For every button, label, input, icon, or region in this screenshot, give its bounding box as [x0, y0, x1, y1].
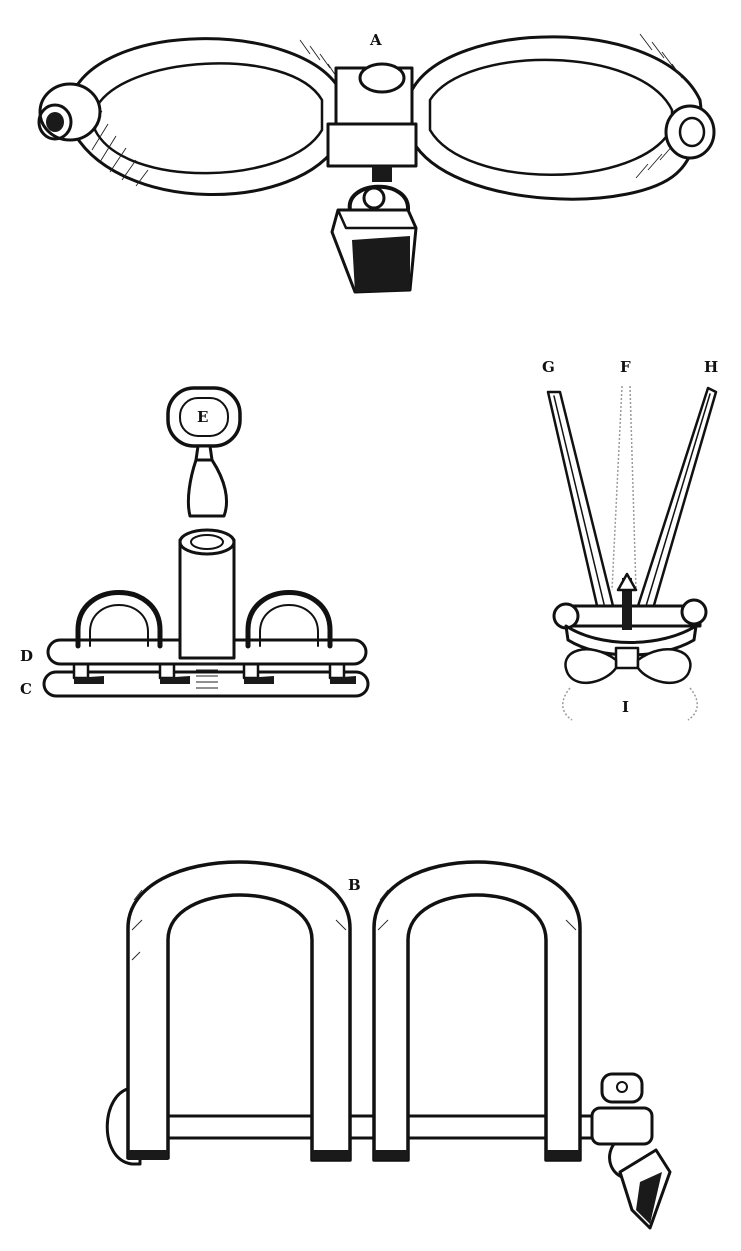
label-e: E — [197, 408, 208, 426]
label-d: D — [20, 647, 33, 665]
label-h: H — [704, 358, 718, 376]
label-f: F — [620, 358, 631, 376]
label-b: B — [348, 876, 361, 894]
figure-fghi-clamp: G F H I — [542, 358, 718, 721]
figure-cd-lock-plates: D C — [20, 528, 370, 698]
label-i: I — [622, 698, 629, 716]
screw-thread — [196, 663, 218, 689]
label-g: G — [542, 358, 555, 376]
figure-b-double-shackle: B — [105, 860, 672, 1230]
label-c: C — [20, 680, 32, 698]
figure-e-key: E — [166, 386, 242, 518]
label-a: A — [369, 31, 382, 49]
shading-shackles — [131, 889, 577, 961]
figure-a-handcuffs: A — [37, 31, 716, 294]
